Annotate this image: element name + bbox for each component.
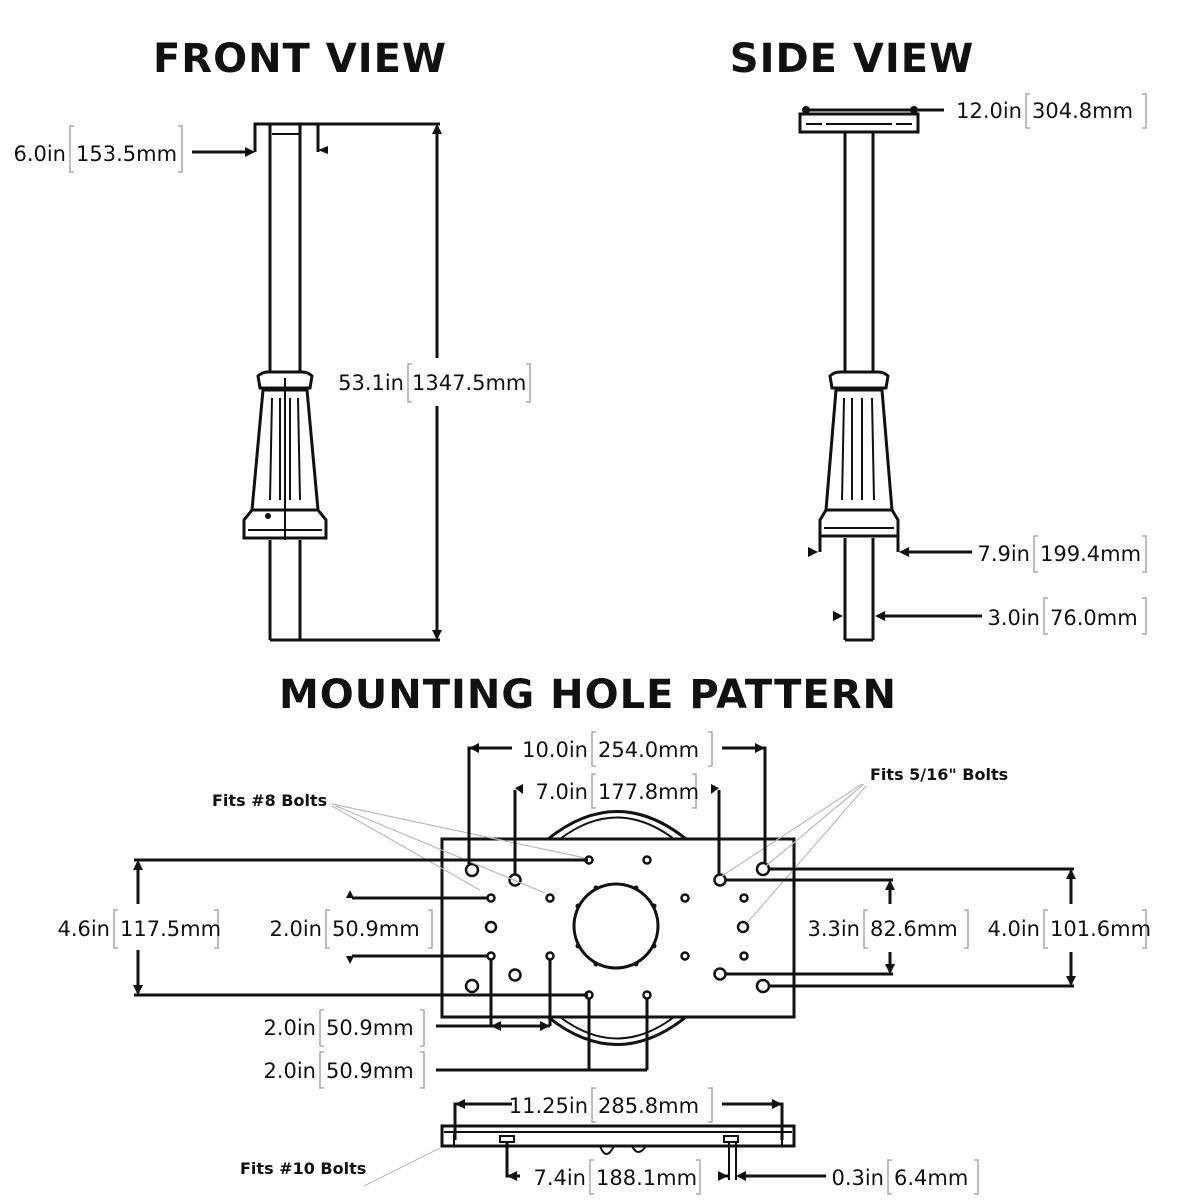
dim-mm: 50.9mm — [326, 1016, 414, 1040]
dim-inches: 7.4in — [533, 1166, 586, 1190]
dim-mm: 1347.5mm — [412, 371, 526, 395]
overall-height-dimension: 4.6in 117.5mm — [57, 858, 588, 997]
side-view-post — [798, 112, 920, 642]
profile-thickness-dimension: 0.3in 6.4mm — [728, 1142, 979, 1195]
bottom-spacing-dimension-1: 2.0in 50.9mm — [263, 960, 552, 1047]
hole — [680, 951, 690, 961]
front-height-dimension: 53.1in 1347.5mm — [318, 122, 531, 640]
hole — [713, 873, 727, 887]
hole — [508, 968, 522, 982]
dim-inches: 2.0in — [263, 1016, 316, 1040]
hole — [464, 862, 480, 878]
front-view-post — [242, 122, 440, 642]
dim-inches: 2.0in — [263, 1059, 316, 1083]
hole — [713, 967, 727, 981]
hole — [545, 893, 555, 903]
dim-mm: 254.0mm — [598, 738, 699, 762]
profile-hole-span-dimension: 7.4in 188.1mm — [505, 1142, 728, 1195]
mounting-plate — [440, 810, 796, 1046]
dim-mm: 177.8mm — [598, 780, 699, 804]
dim-inches: 53.1in — [338, 371, 404, 395]
dim-inches: 0.3in — [831, 1166, 884, 1190]
plate-profile — [440, 1124, 796, 1155]
dim-inches: 2.0in — [269, 917, 322, 941]
inner-span-dimension: 7.0in 177.8mm — [513, 773, 721, 874]
dim-inches: 11.25in — [509, 1094, 588, 1118]
dim-inches: 3.0in — [987, 606, 1040, 630]
hole — [484, 920, 498, 934]
hole — [464, 978, 480, 994]
dim-mm: 101.6mm — [1050, 917, 1151, 941]
hole — [739, 951, 749, 961]
front-top-width-dimension: 6.0in 153.5mm — [13, 125, 328, 173]
side-pole-diameter-dimension: 3.0in 76.0mm — [833, 597, 1147, 635]
note-fits-10-bolts: Fits #10 Bolts — [240, 1159, 366, 1178]
dim-mm: 82.6mm — [870, 917, 958, 941]
dim-mm: 117.5mm — [120, 917, 221, 941]
dim-mm: 199.4mm — [1040, 542, 1141, 566]
dim-mm: 6.4mm — [894, 1166, 968, 1190]
hole — [486, 893, 496, 903]
right-outer-height-dimension: 4.0in 101.6mm — [769, 867, 1151, 988]
dim-inches: 7.0in — [535, 780, 588, 804]
side-view-title: SIDE VIEW — [730, 36, 974, 82]
mounting-pattern-title: MOUNTING HOLE PATTERN — [279, 672, 897, 718]
note-fits-8-bolts: Fits #8 Bolts — [212, 791, 327, 810]
dim-inches: 10.0in — [522, 738, 588, 762]
hole — [755, 978, 771, 994]
bolt-leader-lines — [331, 783, 867, 1187]
mounting-holes — [464, 855, 771, 1000]
dim-inches: 4.6in — [57, 917, 110, 941]
dim-mm: 188.1mm — [596, 1166, 697, 1190]
dim-mm: 76.0mm — [1050, 606, 1138, 630]
dim-inches: 7.9in — [977, 542, 1030, 566]
profile-overall-span-dimension: 11.25in 285.8mm — [453, 1087, 784, 1140]
hole — [642, 990, 652, 1000]
dim-mm: 153.5mm — [76, 142, 177, 166]
hole — [739, 893, 749, 903]
hole — [642, 855, 652, 865]
side-base-width-dimension: 7.9in 199.4mm — [808, 535, 1147, 573]
dim-mm: 50.9mm — [332, 917, 420, 941]
side-plate-width-dimension: 12.0in 304.8mm — [802, 93, 1147, 129]
hole — [680, 893, 690, 903]
dim-inches: 3.3in — [807, 917, 860, 941]
dim-inches: 12.0in — [956, 99, 1022, 123]
dim-mm: 304.8mm — [1032, 99, 1133, 123]
outer-span-dimension: 10.0in 254.0mm — [467, 731, 767, 864]
left-vertical-spacing-dimension: 2.0in 50.9mm — [269, 890, 488, 964]
dim-mm: 50.9mm — [326, 1059, 414, 1083]
hole — [486, 951, 496, 961]
hole — [736, 920, 750, 934]
front-view-title: FRONT VIEW — [153, 36, 447, 82]
dim-inches: 4.0in — [987, 917, 1040, 941]
bottom-spacing-dimension-2: 2.0in 50.9mm — [263, 999, 649, 1089]
hole — [545, 951, 555, 961]
right-inner-height-dimension: 3.3in 82.6mm — [725, 878, 969, 976]
note-fits-5-16-bolts: Fits 5/16" Bolts — [870, 765, 1008, 784]
dim-inches: 6.0in — [13, 142, 66, 166]
dim-mm: 285.8mm — [598, 1094, 699, 1118]
